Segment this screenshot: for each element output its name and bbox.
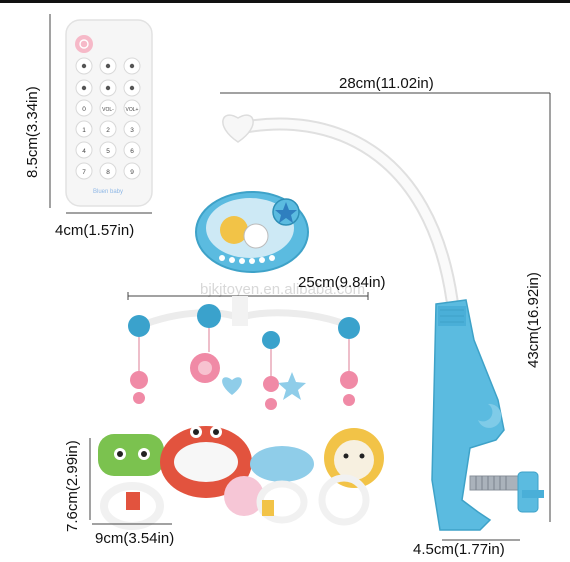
star-button-icon — [275, 202, 297, 223]
key-6: 6 — [130, 148, 134, 155]
hanging-rack — [128, 296, 360, 410]
height-dimension — [220, 92, 551, 541]
whale-toy — [250, 446, 314, 482]
toy-height-label: 7.6cm(2.99in) — [64, 440, 81, 532]
rack-width-label: 25cm(9.84in) — [298, 274, 386, 291]
projector-icon — [129, 63, 135, 69]
toy-width-label: 9cm(3.54in) — [95, 530, 175, 547]
frog-toy — [98, 434, 164, 476]
key-8: 8 — [106, 169, 110, 176]
power-button-icon — [75, 35, 93, 53]
toy-dimension — [89, 438, 172, 525]
key-2: 2 — [106, 127, 110, 134]
key-vol-up: VOL+ — [126, 107, 139, 113]
projector-music-box — [195, 191, 309, 273]
key-4: 4 — [82, 148, 86, 155]
moon-icon — [478, 403, 502, 428]
light-icon — [105, 63, 111, 69]
hanging-toys — [98, 426, 384, 530]
timer-icon — [81, 85, 87, 91]
arm-width-label: 28cm(11.02in) — [339, 75, 434, 92]
remote-width-label: 4cm(1.57in) — [55, 222, 135, 239]
remote-dimension-lines — [49, 14, 152, 214]
remote-height-label: 8.5cm(3.34in) — [24, 86, 41, 178]
key-0: 0 — [82, 106, 86, 113]
top-border — [0, 0, 570, 3]
star-pendant-icon — [278, 372, 306, 400]
watermark: bjkjtoyen.en.alibaba.com — [200, 281, 365, 298]
key-9: 9 — [130, 169, 134, 176]
key-vol-down: VOL- — [102, 107, 114, 113]
lion-face-icon — [220, 216, 248, 244]
heart-hook-icon — [222, 114, 254, 143]
clamp-width-label: 4.5cm(1.77in) — [413, 541, 505, 558]
mobile-arm — [222, 114, 544, 531]
remote-control: 0 VOL- VOL+ 1 2 3 4 5 6 7 8 9 Bluen baby — [65, 19, 153, 207]
remote-brand: Bluen baby — [93, 189, 123, 195]
key-3: 3 — [130, 127, 134, 134]
rotate-icon — [129, 85, 135, 91]
heart-pendant-icon — [222, 377, 242, 395]
total-height-label: 43cm(16.92in) — [525, 272, 542, 368]
music-icon — [81, 63, 87, 69]
key-1: 1 — [82, 127, 86, 134]
key-5: 5 — [106, 148, 110, 155]
mode-icon — [105, 85, 111, 91]
key-7: 7 — [82, 169, 86, 176]
